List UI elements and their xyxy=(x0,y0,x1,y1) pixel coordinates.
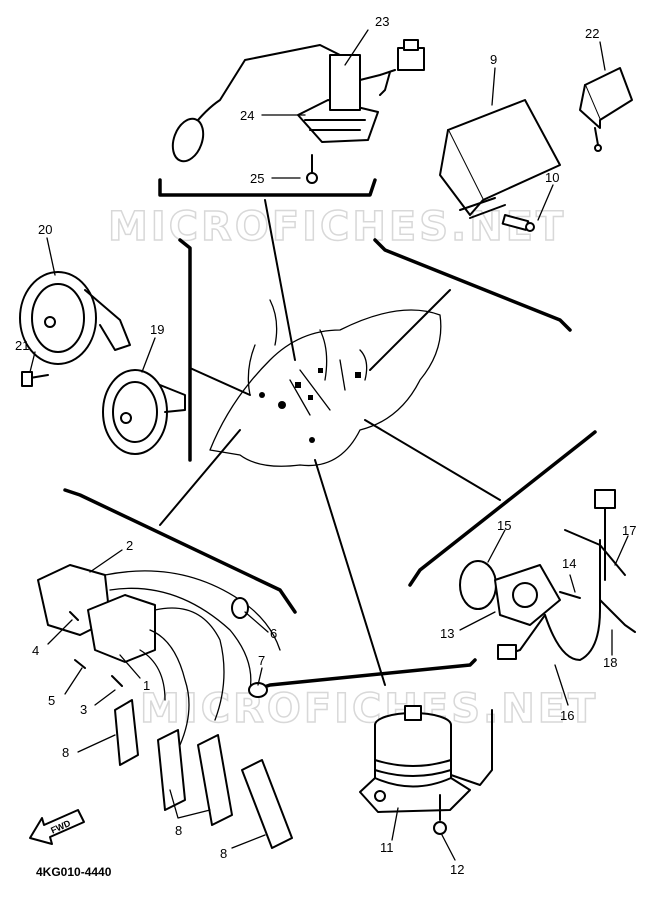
sensor-assembly xyxy=(459,489,636,661)
callout-1: 1 xyxy=(143,678,150,693)
callout-12: 12 xyxy=(450,862,464,877)
callout-11: 11 xyxy=(380,840,394,855)
callout-18: 18 xyxy=(603,655,617,670)
horns xyxy=(19,271,186,455)
callout-10: 10 xyxy=(545,170,559,185)
callout-15: 15 xyxy=(497,518,511,533)
callout-8-b: 8 xyxy=(175,823,182,838)
callout-17: 17 xyxy=(622,523,636,538)
callout-16: 16 xyxy=(560,708,574,723)
callout-9: 9 xyxy=(490,52,497,67)
reference-code: 4KG010-4440 xyxy=(36,865,112,879)
callout-19: 19 xyxy=(150,322,164,337)
callout-7: 7 xyxy=(258,653,265,668)
callout-25: 25 xyxy=(250,171,264,186)
callout-3: 3 xyxy=(80,702,87,717)
callout-23: 23 xyxy=(375,14,389,29)
callout-14: 14 xyxy=(562,556,576,571)
callout-labels: 23 24 25 9 10 22 20 21 19 2 1 4 5 3 6 7 … xyxy=(15,14,636,877)
ignition-coils xyxy=(37,564,293,849)
callout-21: 21 xyxy=(15,338,29,353)
callout-2: 2 xyxy=(126,538,133,553)
starter-solenoid xyxy=(359,705,493,835)
callout-24: 24 xyxy=(240,108,254,123)
leader-lines xyxy=(29,29,629,861)
fuel-sender-unit xyxy=(171,39,425,184)
motorcycle-frame-outline xyxy=(209,299,442,467)
callout-5: 5 xyxy=(48,693,55,708)
callout-4: 4 xyxy=(32,643,39,658)
callout-8-a: 8 xyxy=(62,745,69,760)
callout-6: 6 xyxy=(270,626,277,641)
callout-13: 13 xyxy=(440,626,454,641)
watermark-bottom: MICROFICHES.NET xyxy=(140,686,598,732)
ignitor-unit xyxy=(439,99,561,232)
callout-8-c: 8 xyxy=(220,846,227,861)
forward-arrow-icon: FWD xyxy=(29,809,85,845)
relay xyxy=(579,67,633,152)
watermark-top: MICROFICHES.NET xyxy=(108,204,566,250)
callout-20: 20 xyxy=(38,222,52,237)
callout-22: 22 xyxy=(585,26,599,41)
